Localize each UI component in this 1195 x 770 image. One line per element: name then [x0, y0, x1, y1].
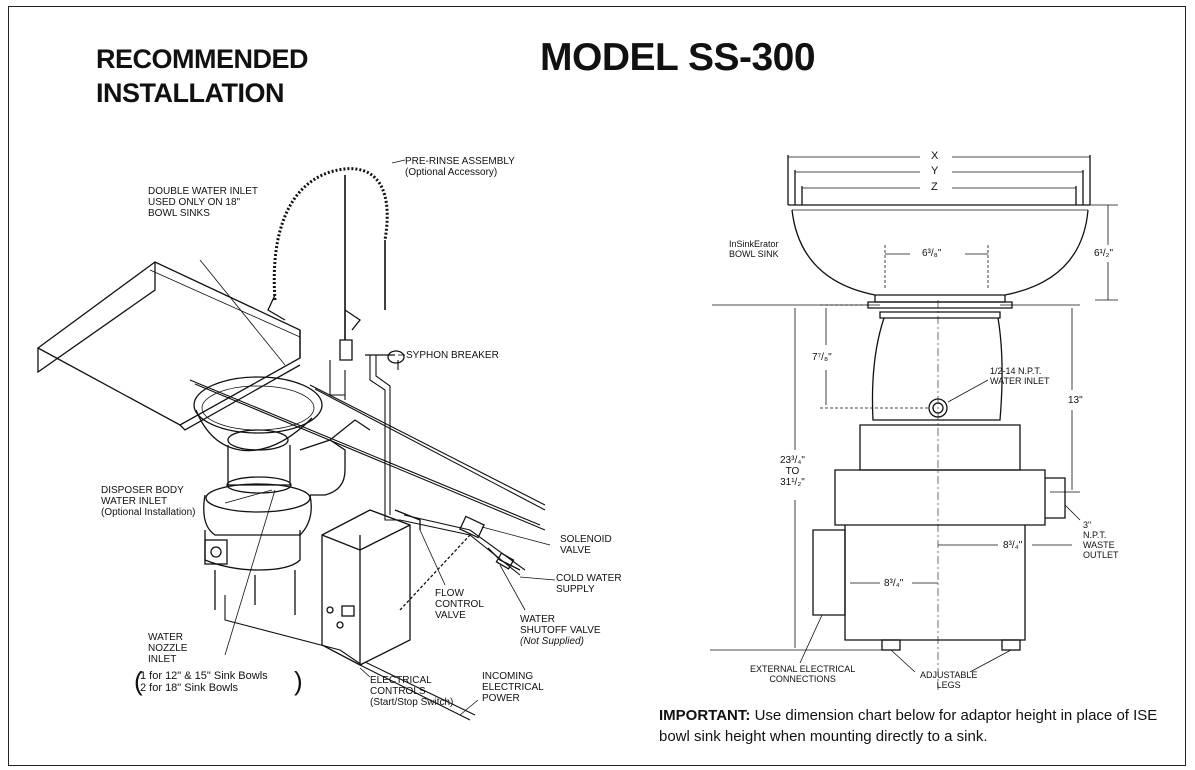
sink-counter-drawing — [36, 261, 301, 431]
external-electrical-connections-label: EXTERNAL ELECTRICAL CONNECTIONS — [750, 664, 856, 684]
important-note: IMPORTANT: Use dimension chart below for… — [659, 705, 1179, 747]
left-leader-lines — [199, 159, 556, 716]
title-line-2: INSTALLATION — [96, 78, 284, 108]
model-title: MODEL SS-300 — [540, 36, 816, 79]
water-pipes-drawing — [189, 355, 546, 576]
water-shutoff-valve-label: WATER SHUTOFF VALVE (Not Supplied) — [520, 614, 601, 647]
valves-drawing — [399, 515, 521, 611]
pre-rinse-assembly-label: PRE-RINSE ASSEMBLY (Optional Accessory) — [405, 156, 515, 178]
dimension-13-label: 13" — [1068, 395, 1083, 406]
control-box-drawing — [321, 509, 421, 666]
dimension-drawing — [710, 155, 1118, 690]
waste-outlet-label: 3" N.P.T. WASTE OUTLET — [1083, 520, 1119, 560]
dimension-6-1-2-label: 6¹/₂" — [1094, 248, 1114, 259]
insinkerator-bowl-sink-label: InSinkErator BOWL SINK — [729, 239, 779, 259]
page-frame — [8, 6, 1186, 766]
electrical-controls-label: ELECTRICAL CONTROLS (Start/Stop Switch) — [370, 675, 454, 708]
dimension-x-label: X — [931, 150, 939, 162]
dimension-6-3-8-label: 6³/₈" — [922, 248, 942, 259]
electrical-wire-drawing — [224, 595, 476, 721]
water-nozzle-inlet-label: WATER NOZZLE INLET — [148, 632, 188, 665]
cold-water-supply-label: COLD WATER SUPPLY — [556, 573, 622, 595]
sink-bowl-drawing — [193, 376, 323, 452]
water-inlet-spec-label: 1/2-14 N.P.T. WATER INLET — [990, 366, 1050, 386]
pre-rinse-drawing — [267, 167, 405, 364]
syphon-breaker-label: SYPHON BREAKER — [406, 350, 499, 361]
height-range-label: 23³/₄" TO 31¹/₂" — [780, 455, 805, 488]
important-note-text: Use dimension chart below for adaptor he… — [659, 707, 1158, 745]
recommended-installation-title: RECOMMENDED INSTALLATION — [96, 42, 396, 110]
disposer-body-water-inlet-label: DISPOSER BODY WATER INLET (Optional Inst… — [101, 485, 196, 518]
dimension-z-label: Z — [931, 181, 938, 193]
nozzle-count-note: ( 1 for 12" & 15" Sink Bowls 2 for 18" S… — [134, 666, 303, 696]
dimension-8-3-4-right-label: 8³/₄" — [1003, 540, 1023, 551]
dimension-7-7-8-label: 7⁷/₈" — [812, 352, 832, 363]
solenoid-valve-label: SOLENOID VALVE — [560, 534, 612, 556]
dimension-8-3-4-left-label: 8³/₄" — [884, 578, 904, 589]
important-note-label: IMPORTANT: — [659, 707, 751, 724]
double-water-inlet-label: DOUBLE WATER INLET USED ONLY ON 18" BOWL… — [148, 186, 259, 219]
disposer-drawing — [203, 419, 371, 615]
incoming-electrical-power-label: INCOMING ELECTRICAL POWER — [482, 671, 544, 704]
dimension-y-label: Y — [931, 165, 939, 177]
adjustable-legs-label: ADJUSTABLE LEGS — [920, 670, 978, 690]
flow-control-valve-label: FLOW CONTROL VALVE — [435, 588, 484, 621]
title-line-1: RECOMMENDED — [96, 44, 309, 74]
